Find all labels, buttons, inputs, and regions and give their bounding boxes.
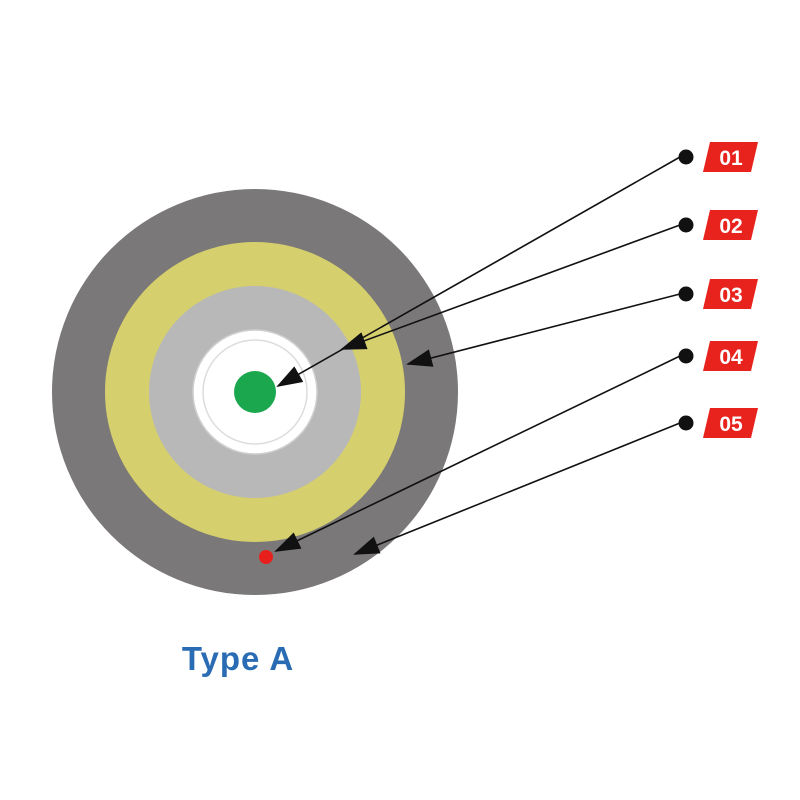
callout-tag-label: 04: [719, 346, 743, 369]
callout-tag-5: 05: [703, 408, 758, 438]
callout-dot-3: [678, 286, 694, 302]
callout-tag-shape: [703, 408, 758, 438]
callout-line-2: [340, 224, 681, 350]
fiber-core-dot: [234, 371, 276, 413]
callout-tag-label: 03: [719, 284, 742, 307]
callout-tag-label: 02: [719, 215, 742, 238]
callout-dot-4: [678, 348, 694, 364]
callout-lines: [274, 156, 681, 555]
callout-dots: [678, 149, 694, 431]
callout-line-4: [274, 355, 681, 552]
callout-tag-shape: [703, 142, 758, 172]
callout-tag-label: 05: [719, 413, 743, 436]
callout-dot-1: [678, 149, 694, 165]
ripcord-dot: [259, 550, 273, 564]
callout-tag-shape: [703, 210, 758, 240]
callout-tag-2: 02: [703, 210, 758, 240]
callout-tag-label: 01: [719, 147, 743, 170]
callout-tag-shape: [703, 341, 758, 371]
callout-tag-4: 04: [703, 341, 758, 371]
callout-line-3: [406, 293, 681, 367]
figure-title: Type A: [182, 640, 294, 677]
callout-tag-3: 03: [703, 279, 758, 309]
callout-dot-2: [678, 217, 694, 233]
callout-tags: 01 02 03 04 05: [703, 142, 758, 438]
callout-dot-5: [678, 415, 694, 431]
callout-tag-shape: [703, 279, 758, 309]
tube-inner-ring: [202, 339, 308, 445]
callout-line-5: [353, 422, 681, 555]
callout-tag-1: 01: [703, 142, 758, 172]
cable-cross-section: [52, 189, 458, 595]
